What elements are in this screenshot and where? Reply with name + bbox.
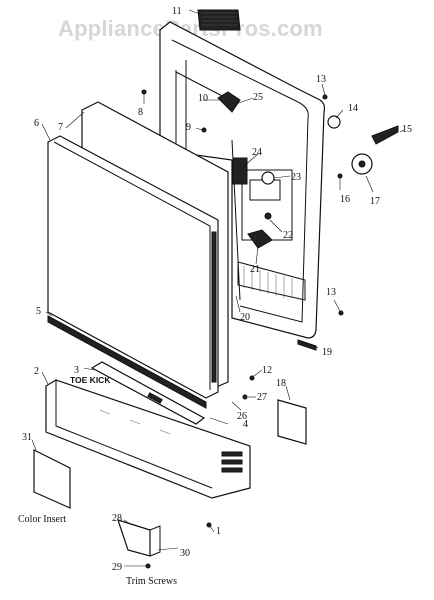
screw-part-8 bbox=[141, 89, 147, 95]
callout-8: 8 bbox=[138, 107, 143, 118]
toe-kick-part bbox=[90, 361, 206, 425]
callout-31: 31 bbox=[22, 432, 32, 443]
screw-part-12 bbox=[249, 375, 255, 381]
callout-15: 15 bbox=[402, 124, 412, 135]
screw-part-13b bbox=[338, 310, 344, 316]
callout-5: 5 bbox=[36, 306, 41, 317]
arm-part-21 bbox=[247, 229, 273, 249]
callout-21: 21 bbox=[250, 264, 260, 275]
callout-16: 16 bbox=[340, 194, 350, 205]
color-insert-part bbox=[33, 449, 71, 509]
callout-10: 10 bbox=[198, 93, 208, 104]
callout-30: 30 bbox=[180, 548, 190, 559]
trim-screws-label: Trim Screws bbox=[126, 576, 177, 587]
callout-19: 19 bbox=[322, 347, 332, 358]
callout-1: 1 bbox=[216, 526, 221, 537]
callout-6: 6 bbox=[34, 118, 39, 129]
bracket-part-28 bbox=[117, 519, 151, 557]
knob-part-23 bbox=[261, 171, 275, 185]
callout-14: 14 bbox=[348, 103, 358, 114]
callout-13-bottom: 13 bbox=[326, 287, 336, 298]
clip-part-9 bbox=[201, 127, 207, 133]
callout-3: 3 bbox=[74, 365, 79, 376]
callout-7: 7 bbox=[58, 122, 63, 133]
bushing-part-14 bbox=[327, 115, 341, 129]
color-insert-label: Color Insert bbox=[18, 514, 66, 525]
lever-part-25 bbox=[217, 91, 241, 113]
trim-screw-part-29 bbox=[145, 563, 151, 569]
door-panel-part-6 bbox=[47, 135, 219, 399]
callout-numbers: 1 2 3 4 5 6 7 8 9 10 11 12 13 13 14 15 1… bbox=[22, 6, 412, 573]
callout-20: 20 bbox=[240, 312, 250, 323]
callout-18: 18 bbox=[276, 378, 286, 389]
callout-26: 26 bbox=[237, 411, 247, 422]
leader-lines bbox=[31, 9, 405, 567]
toe-kick-label: TOE KICK bbox=[70, 375, 111, 385]
trim-strip-part-5 bbox=[47, 315, 207, 409]
clip-part-27 bbox=[242, 394, 248, 400]
callout-13-top: 13 bbox=[316, 74, 326, 85]
callout-22: 22 bbox=[283, 230, 293, 241]
callout-29: 29 bbox=[112, 562, 122, 573]
callout-27: 27 bbox=[257, 392, 267, 403]
screw-part-16 bbox=[337, 173, 343, 179]
access-panel-part bbox=[45, 379, 251, 499]
callout-23: 23 bbox=[291, 172, 301, 183]
callout-24: 24 bbox=[252, 147, 262, 158]
callout-9: 9 bbox=[186, 122, 191, 133]
callout-25: 25 bbox=[253, 92, 263, 103]
callout-4: 4 bbox=[243, 419, 248, 430]
shaft-part-15 bbox=[371, 125, 399, 145]
screw-part-13a bbox=[322, 94, 328, 100]
callout-12: 12 bbox=[262, 365, 272, 376]
callout-28: 28 bbox=[112, 513, 122, 524]
callout-11: 11 bbox=[172, 6, 182, 17]
callout-2: 2 bbox=[34, 366, 39, 377]
latch-assembly-part bbox=[232, 157, 248, 185]
cover-part-18 bbox=[277, 399, 307, 445]
callout-17: 17 bbox=[370, 196, 380, 207]
outer-door-panel bbox=[47, 101, 229, 409]
strip-part-19 bbox=[297, 339, 317, 351]
